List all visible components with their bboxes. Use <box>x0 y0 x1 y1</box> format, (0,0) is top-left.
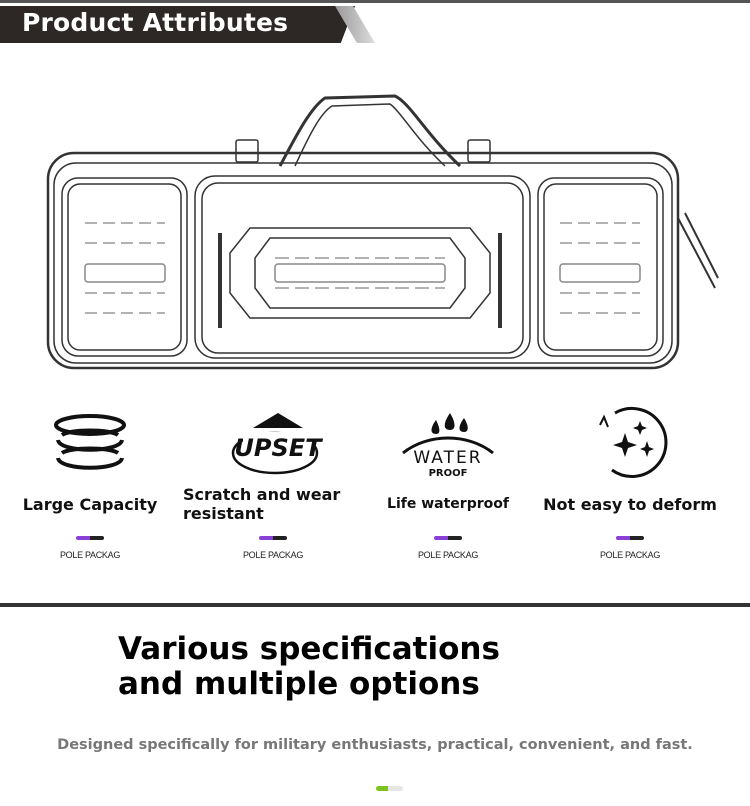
feature-scratch-resistant: UPSET Scratch and wear resistant POLE PA… <box>183 405 363 560</box>
feature-caption: POLE PACKAG <box>599 550 661 560</box>
feature-large-capacity: Large Capacity POLE PACKAG <box>0 405 180 560</box>
feature-caption: POLE PACKAG <box>59 550 121 560</box>
feature-caption: POLE PACKAG <box>417 550 479 560</box>
svg-text:PROOF: PROOF <box>429 468 468 478</box>
sparkle-rotate-icon <box>540 405 720 480</box>
feature-label: Scratch and wear resistant <box>183 485 341 523</box>
section-heading: Various specifications and multiple opti… <box>118 631 500 702</box>
feature-caption: POLE PACKAG <box>242 550 304 560</box>
top-divider <box>0 0 750 3</box>
section-subtitle: Designed specifically for military enthu… <box>57 737 693 753</box>
page-title: Product Attributes <box>22 8 289 37</box>
title-banner <box>0 6 355 43</box>
feature-label: Large Capacity <box>22 494 158 514</box>
layers-icon <box>0 405 180 480</box>
svg-text:WATER: WATER <box>413 448 482 468</box>
bag-illustration <box>46 94 719 370</box>
feature-not-deform: Not easy to deform POLE PACKAG <box>540 405 720 560</box>
carousel-indicator[interactable] <box>376 786 403 791</box>
indicator-bar <box>76 536 104 540</box>
indicator-bar <box>259 536 287 540</box>
section-divider <box>0 603 750 607</box>
indicator-bar <box>434 536 462 540</box>
indicator-bar <box>616 536 644 540</box>
feature-label: Not easy to deform <box>543 494 717 514</box>
upset-icon: UPSET <box>183 405 363 480</box>
svg-text:UPSET: UPSET <box>234 434 323 462</box>
feature-label: Life waterproof <box>387 495 509 512</box>
